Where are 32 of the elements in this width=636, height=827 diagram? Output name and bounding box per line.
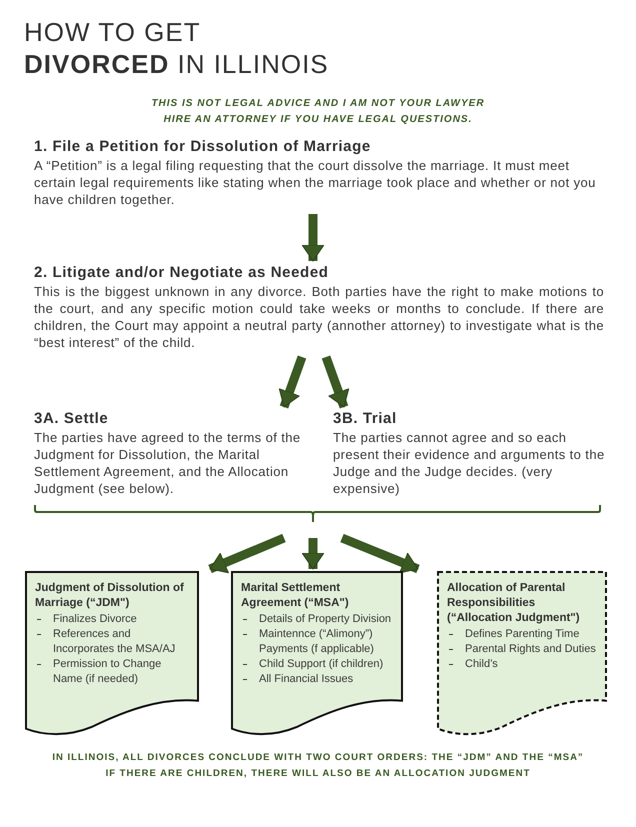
document-title: Judgment of Dissolution of Marriage (“JDM") xyxy=(35,581,185,611)
list-item: Permission to Change Name (if needed) xyxy=(35,657,190,687)
list-item: Defines Parenting Time xyxy=(447,627,598,642)
arrow xyxy=(278,355,306,409)
step-description: The parties have agreed to the terms of the Judgment for Dissolution, the Marital Settlement Agreement, and the Allocation Judgment (see below). xyxy=(34,429,302,497)
arrow xyxy=(208,534,286,574)
arrow xyxy=(302,538,324,570)
list-item: Details of Property Division xyxy=(241,612,394,627)
step-description: The parties cannot agree and so each present their evidence and arguments to the Judge and the Judge decides. (very expensive) xyxy=(333,429,605,497)
step-heading: 1. File a Petition for Dissolution of Marriage xyxy=(34,138,372,155)
list-item: Maintennce (“Alimony”) Payments (f applicable) xyxy=(241,627,394,657)
step-description: A “Petition” is a legal filing requesting that the court dissolve the marriage. It must meet certain legal requirements like stating when the marriage took place and whether or not you have children together. xyxy=(34,157,597,208)
list-item: Child Support (if children) xyxy=(241,657,394,672)
document-title: Allocation of Parental Responsibilities (“Allocation Judgment") xyxy=(447,581,581,626)
list-item: All Financial Issues xyxy=(241,672,394,687)
title: HOW TO GET DIVORCED IN ILLINOIS xyxy=(24,16,330,80)
document-title: Marital Settlement Agreement (“MSA") xyxy=(241,581,350,611)
arrow xyxy=(322,355,350,409)
list-item: Child’s xyxy=(447,657,598,672)
step-heading: 2. Litigate and/or Negotiate as Needed xyxy=(34,264,330,281)
step-heading: 3B. Trial xyxy=(333,410,398,427)
step-heading: 3A. Settle xyxy=(34,410,110,427)
list-item: References and Incorporates the MSA/AJ xyxy=(35,627,190,657)
list-item: Parental Rights and Duties xyxy=(447,642,598,657)
disclaimer-note: HIRE AN ATTORNEY IF YOU HAVE LEGAL QUESTIONS. xyxy=(162,114,474,125)
arrow xyxy=(340,534,420,574)
arrow xyxy=(302,214,324,262)
list-item: Finalizes Divorce xyxy=(35,612,190,627)
step-description: This is the biggest unknown in any divorce. Both parties have the right to make motions to the court, and any specific motion could take weeks or months to conclude. If there are children, the Court may appoint a neutral party (annother attorney) to investigate what is the “best interest” of the child. xyxy=(34,283,604,351)
footnote: IN ILLINOIS, ALL DIVORCES CONCLUDE WITH TWO COURT ORDERS: THE “JDM” AND THE “MSA” xyxy=(51,752,585,763)
footnote: IF THERE ARE CHILDREN, THERE WILL ALSO BE AN ALLOCATION JUDGMENT xyxy=(104,768,532,779)
disclaimer-note: THIS IS NOT LEGAL ADVICE AND I AM NOT YOUR LAWYER xyxy=(150,98,486,109)
